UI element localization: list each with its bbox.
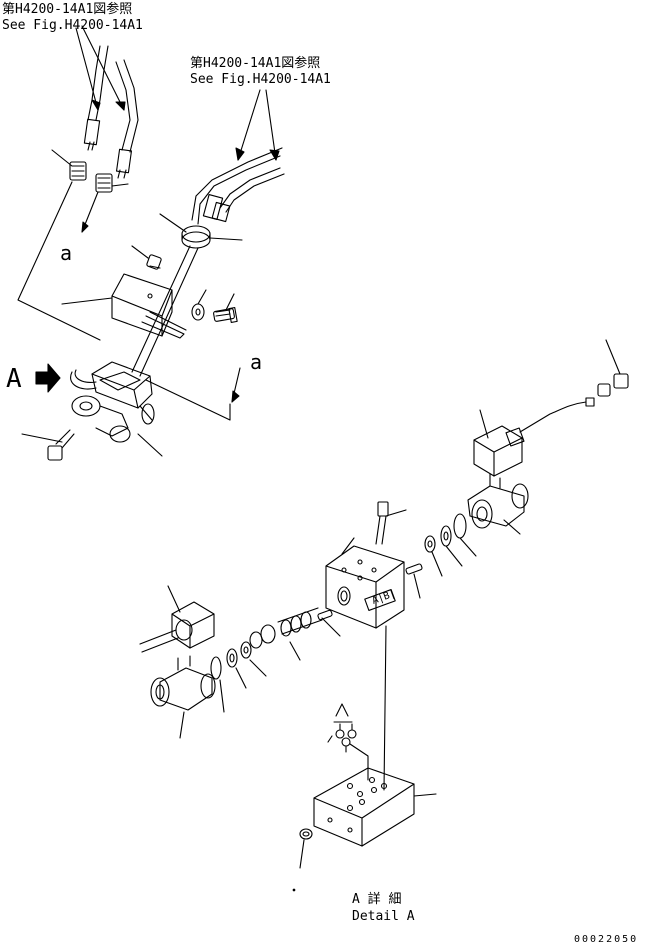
leader-bulkhead xyxy=(160,214,186,232)
leader-seal-r2 xyxy=(446,546,462,566)
leader-cartridge xyxy=(290,642,300,660)
reference-note-top-left-jp: 第H4200-14A1図参照 xyxy=(2,2,133,17)
bolt-small xyxy=(213,308,237,323)
elbow-fitting-left xyxy=(70,162,86,180)
bulkhead-fitting xyxy=(182,226,210,248)
valve-bolt xyxy=(376,502,388,544)
bracket-line-left xyxy=(18,182,100,340)
bolt-lower-left xyxy=(48,430,74,460)
upper-hose-pair xyxy=(84,46,138,178)
arrowhead-1 xyxy=(92,100,100,110)
leader-seal-r3 xyxy=(432,552,442,576)
seal-left-3 xyxy=(211,657,221,679)
leader-seal-l2 xyxy=(236,668,246,688)
leader-bolt-lower xyxy=(22,434,62,442)
drawing-number: 00022050 xyxy=(574,934,639,945)
detail-caption-en: Detail A xyxy=(352,909,415,924)
leader-fitting-2 xyxy=(112,184,128,186)
manifold-block xyxy=(314,768,414,846)
symbol-line xyxy=(350,744,368,780)
arrowhead-4 xyxy=(270,150,279,160)
ref-arrow-2 xyxy=(82,26,124,110)
solenoid-right xyxy=(468,474,528,528)
dot-mark xyxy=(293,889,295,891)
leader-nut xyxy=(132,246,148,258)
seal-left-2 xyxy=(227,649,237,667)
leader-housing xyxy=(138,434,162,456)
leader-bracket xyxy=(62,298,112,304)
valve-body xyxy=(326,546,404,628)
view-a-arrow xyxy=(36,364,60,392)
seal-left-1 xyxy=(241,642,251,658)
elbow-fitting-right xyxy=(96,174,112,192)
small-nut xyxy=(146,254,161,269)
leader-seal-l3 xyxy=(220,680,224,712)
leader-bolt-small xyxy=(226,294,234,310)
detail-caption-jp: A 詳 細 xyxy=(352,892,402,907)
leader-pin-right xyxy=(414,574,420,598)
arrowhead-3 xyxy=(236,148,244,160)
reference-note-top-left-en: See Fig.H4200-14A1 xyxy=(2,18,143,33)
view-mark-a-right: a xyxy=(250,350,263,374)
reference-note-top-right-en: See Fig.H4200-14A1 xyxy=(190,72,331,87)
seal-right-2 xyxy=(441,526,451,546)
view-mark-a-left: a xyxy=(60,241,73,265)
section-line xyxy=(146,380,230,420)
leader-manifold xyxy=(414,794,436,796)
leader-valve-body xyxy=(342,538,354,554)
pin-left xyxy=(317,610,332,620)
right-hose-pair xyxy=(192,148,284,224)
leader-seal-r1 xyxy=(460,538,476,556)
arrowhead-2 xyxy=(116,102,125,110)
ref-arrow-1 xyxy=(76,28,98,110)
reference-note-top-right-jp: 第H4200-14A1図参照 xyxy=(190,56,321,71)
control-rod xyxy=(132,246,198,376)
leader-terminal xyxy=(606,340,620,374)
leader-plug-lower xyxy=(168,586,180,612)
seal-right-1 xyxy=(454,514,466,538)
ref-arrow-3 xyxy=(238,90,260,160)
leader-valve-bolt xyxy=(386,510,406,516)
solenoid-left xyxy=(151,656,215,710)
washer xyxy=(192,304,204,320)
manifold-plug xyxy=(300,829,312,839)
wire-harness xyxy=(520,402,586,432)
arrowhead-a-left xyxy=(82,222,88,232)
mounting-bracket xyxy=(112,274,186,338)
connection-line xyxy=(384,626,386,790)
arrowhead-a-right xyxy=(232,391,239,402)
leader-fitting-1 xyxy=(52,150,72,166)
leader-manifold-plug xyxy=(300,840,304,868)
view-mark-A: A xyxy=(6,364,22,394)
seal-right-3 xyxy=(425,536,435,552)
leader-solenoid-left xyxy=(180,712,184,738)
leader-pin-left xyxy=(322,618,340,636)
ref-arrow-4 xyxy=(266,90,276,160)
wire-terminal xyxy=(586,374,628,406)
connector-plug-upper xyxy=(474,426,524,476)
leader-seal-l1 xyxy=(250,660,266,676)
leader-washer xyxy=(198,290,206,304)
valve-cartridge xyxy=(250,608,322,648)
hydraulic-symbol xyxy=(328,704,356,752)
leader-solenoid-right xyxy=(504,520,520,534)
pin-right xyxy=(405,563,422,574)
leader-bulkhead-2 xyxy=(210,238,242,240)
connector-plug-lower xyxy=(140,602,214,652)
leader-plug-upper xyxy=(480,410,488,438)
